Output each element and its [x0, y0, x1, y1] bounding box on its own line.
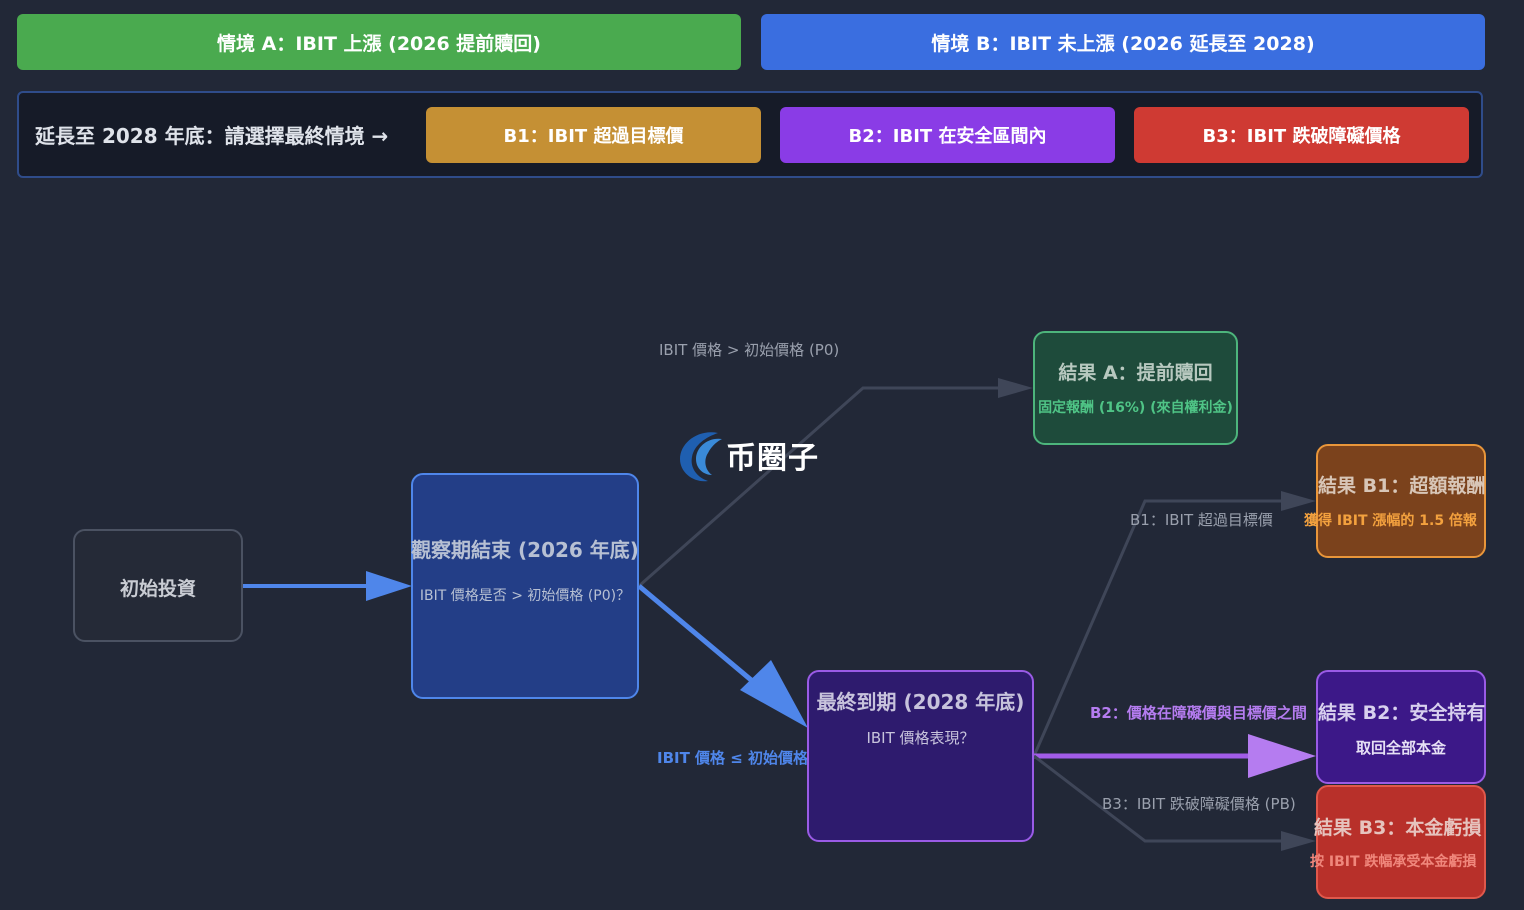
edge-final-to-b3: [1033, 754, 1316, 851]
node-result-b2-title: 結果 B2：安全持有: [1318, 702, 1486, 724]
node-result-a-subtitle: 固定報酬 (16%) (來自權利金): [1038, 400, 1233, 416]
edge-label-b3: B3：IBIT 跌破障礙價格 (PB): [1102, 795, 1296, 813]
edge-observe-to-result-a: [638, 378, 1033, 588]
edge-start-to-observe: [243, 571, 412, 601]
scenario-b-button[interactable]: 情境 B：IBIT 未上漲 (2026 延長至 2028): [761, 14, 1485, 70]
edge-final-to-b1: [1032, 491, 1316, 757]
logo-swirl-icon: [680, 432, 722, 482]
node-final-subtitle: IBIT 價格表現？: [866, 729, 975, 747]
scenario-b2-button[interactable]: B2：IBIT 在安全區間內: [780, 107, 1115, 163]
node-result-a-title: 結果 A：提前贖回: [1058, 362, 1213, 384]
node-result-b3[interactable]: 結果 B3：本金虧損 按 IBIT 跌幅承受本金虧損: [1310, 785, 1486, 899]
node-final-title: 最終到期 (2028 年底): [816, 690, 1025, 714]
edge-label-up: IBIT 價格 > 初始價格 (P0): [659, 341, 840, 359]
node-result-a[interactable]: 結果 A：提前贖回 固定報酬 (16%) (來自權利金): [1033, 331, 1238, 445]
node-observe-subtitle: IBIT 價格是否 > 初始價格 (P0)？: [419, 588, 631, 604]
node-observe-title: 觀察期結束 (2026 年底): [411, 538, 639, 562]
edge-observe-to-final: [637, 584, 808, 728]
edge-label-b1: B1：IBIT 超過目標價: [1130, 511, 1273, 529]
node-result-b2[interactable]: 結果 B2：安全持有 取回全部本金: [1316, 670, 1486, 784]
edge-label-down: IBIT 價格 ≤ 初始價格: [657, 749, 809, 767]
watermark-logo: 币圈子: [676, 425, 826, 485]
scenario-b3-button[interactable]: B3：IBIT 跌破障礙價格: [1134, 107, 1469, 163]
node-result-b1-title: 結果 B1：超額報酬: [1318, 475, 1486, 497]
edge-final-to-b2: [1034, 734, 1316, 778]
node-result-b1-subtitle: 獲得 IBIT 漲幅的 1.5 倍報: [1304, 513, 1477, 529]
selector-prompt: 延長至 2028 年底：請選擇最終情境 →: [35, 124, 389, 148]
scenario-a-button[interactable]: 情境 A：IBIT 上漲 (2026 提前贖回): [17, 14, 741, 70]
node-observe[interactable]: 觀察期結束 (2026 年底) IBIT 價格是否 > 初始價格 (P0)？: [411, 473, 639, 699]
node-result-b3-title: 結果 B3：本金虧損: [1314, 817, 1482, 839]
node-result-b3-subtitle: 按 IBIT 跌幅承受本金虧損: [1310, 854, 1477, 870]
node-result-b2-subtitle: 取回全部本金: [1355, 739, 1446, 757]
watermark-text: 币圈子: [726, 441, 819, 476]
node-start[interactable]: 初始投資: [73, 529, 243, 642]
edge-label-b2: B2：價格在障礙價與目標價之間: [1090, 704, 1307, 722]
node-final[interactable]: 最終到期 (2028 年底) IBIT 價格表現？: [807, 670, 1034, 842]
node-result-b1[interactable]: 結果 B1：超額報酬 獲得 IBIT 漲幅的 1.5 倍報: [1304, 444, 1486, 558]
scenario-b1-button[interactable]: B1：IBIT 超過目標價: [426, 107, 761, 163]
final-scenario-selector: 延長至 2028 年底：請選擇最終情境 → B1：IBIT 超過目標價 B2：I…: [17, 91, 1483, 178]
node-start-title: 初始投資: [119, 578, 196, 600]
